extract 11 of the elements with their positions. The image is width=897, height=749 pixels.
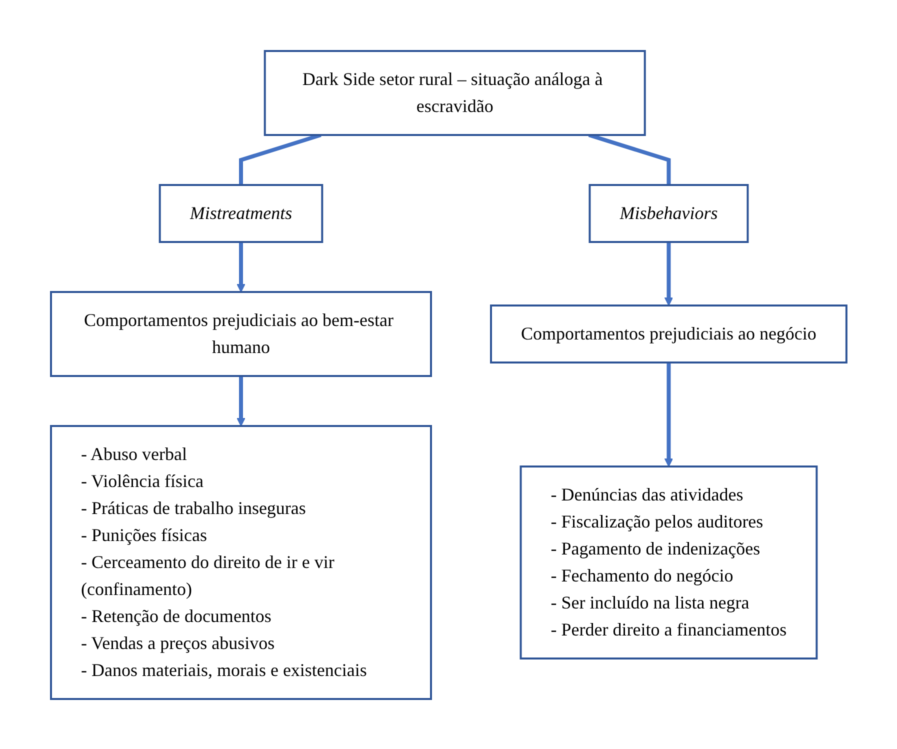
node-box: Comportamentos prejudiciais ao negócio xyxy=(490,304,848,363)
node-box: Dark Side setor rural – situação análoga à escravidão xyxy=(264,50,646,136)
arrow xyxy=(664,242,673,306)
node-box: - Abuso verbal - Violência física - Práticas de trabalho inseguras - Punições físicas - Cerceamento do direito de ir e vir (confinamento) - Retenção de documentos - Vendas a preços abusivos - Danos materiais, morais e existenciais xyxy=(50,424,432,700)
arrow xyxy=(236,242,246,292)
arrow xyxy=(664,362,673,466)
node-box: Misbehaviors xyxy=(588,184,748,242)
arrow xyxy=(236,376,246,426)
node-box: Comportamentos prejudiciais ao bem-estar humano xyxy=(50,290,432,376)
node-box: - Denúncias das atividades - Fiscalização pelos auditores - Pagamento de indenizações - Fechamento do negócio - Ser incluído na lista negra - Perder direito a financiamentos xyxy=(520,465,818,659)
node-box: Mistreatments xyxy=(158,184,323,242)
